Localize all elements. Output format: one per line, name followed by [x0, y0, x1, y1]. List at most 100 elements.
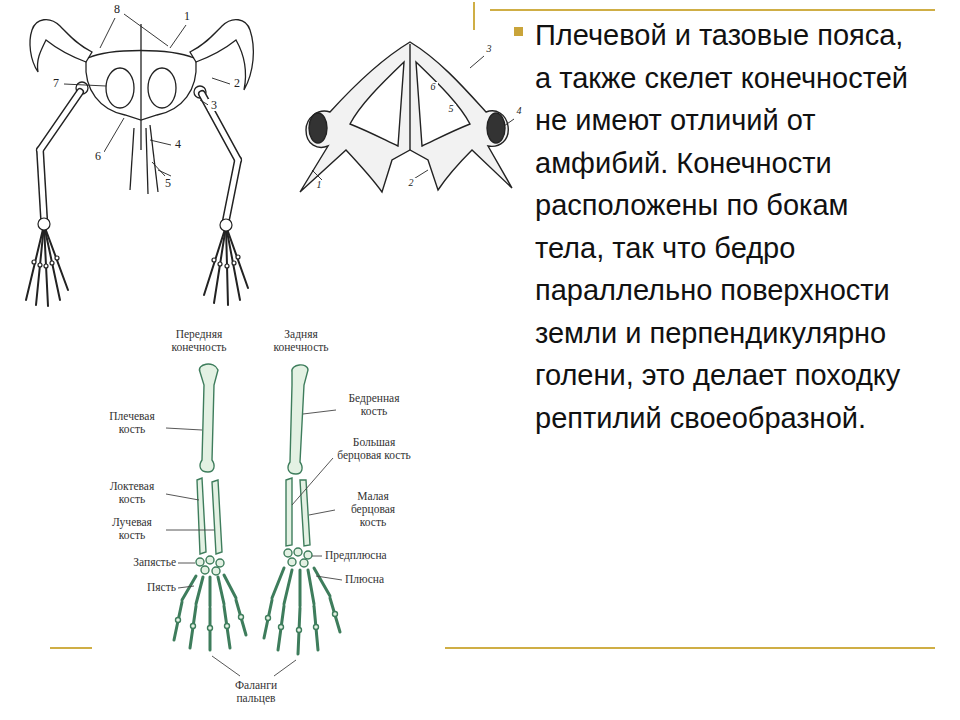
- forelimb-skeleton: [209, 608, 212, 650]
- frog-girdle: [30, 20, 253, 194]
- forelimb-skeleton: [224, 606, 230, 648]
- callout-number: 6: [428, 82, 438, 92]
- leader-line: [170, 25, 186, 48]
- frog-forelimb: [55, 256, 59, 260]
- callout-number: 6: [92, 150, 104, 162]
- frog-forelimb: [204, 226, 226, 295]
- frog-forelimb: [226, 160, 238, 220]
- frog-forelimb: [202, 94, 238, 160]
- hindlimb-skeleton: [272, 568, 284, 598]
- pelvic-girdle: [309, 113, 327, 143]
- callout-number: 4: [514, 106, 524, 116]
- frog-forelimb: [50, 261, 54, 265]
- forelimb-skeleton: [236, 600, 246, 635]
- frog-forelimb: [214, 226, 226, 303]
- leader-line: [166, 494, 199, 500]
- frog-forelimb: [202, 94, 238, 160]
- forelimb-skeleton: [174, 575, 246, 650]
- pelvic-girdle: [416, 62, 470, 146]
- leader-line: [166, 428, 202, 430]
- callout-number: 8: [111, 3, 123, 15]
- frog-forelimb: [26, 225, 44, 300]
- callout-number: 2: [231, 77, 243, 89]
- frog-girdle: [106, 68, 134, 108]
- forelimb-skeleton: [224, 575, 236, 598]
- pelvic-girdle: [300, 42, 512, 192]
- frog-girdle: [150, 125, 158, 192]
- forelimb-skeleton: [176, 618, 181, 623]
- part-label: Плюсна: [345, 573, 409, 586]
- forelimb-skeleton: [197, 478, 206, 554]
- part-label: Пясть: [100, 581, 176, 594]
- leader-line: [470, 56, 484, 68]
- frog-girdle: [148, 68, 176, 108]
- frog-girdle: [190, 20, 253, 90]
- leader-line: [166, 530, 214, 531]
- leader-line: [64, 14, 230, 176]
- hindlimb-skeleton: [314, 568, 330, 596]
- callout-number: 3: [208, 99, 220, 111]
- callout-number: 7: [50, 77, 62, 89]
- leader-line: [316, 576, 342, 580]
- forelimb-skeleton: [199, 364, 218, 472]
- hindlimb-skeleton: [264, 600, 272, 638]
- part-label: Плечевая кость: [100, 410, 164, 436]
- forelimb-skeleton: [218, 577, 224, 604]
- gold-rule: [50, 647, 92, 649]
- pelvic-girdle: [350, 62, 404, 146]
- callout-number: 4: [172, 138, 184, 150]
- frog-girdle: [30, 20, 92, 72]
- pelvic-girdle: [300, 42, 512, 192]
- frog-forelimb: [38, 263, 42, 267]
- frog-forelimb: [226, 226, 248, 288]
- forelimb-skeleton: [225, 624, 230, 629]
- frog-forelimb: [44, 264, 48, 268]
- hindlimb-skeleton: [330, 598, 340, 632]
- frog-forelimb: [40, 92, 80, 150]
- hindlimb-skeleton: [278, 606, 284, 650]
- frog-forelimb: [232, 261, 236, 265]
- leader-line: [212, 656, 240, 676]
- pelvic-girdle: [409, 44, 410, 150]
- hindlimb-skeleton: [294, 548, 302, 556]
- frog-forelimb: [26, 225, 248, 306]
- forelimb-skeleton: [196, 577, 203, 604]
- hindlimb-skeleton: [333, 612, 338, 617]
- leader-line: [158, 170, 171, 176]
- forelimb-skeleton: [209, 577, 212, 606]
- leader-line: [312, 556, 322, 557]
- frog-forelimb: [32, 260, 36, 264]
- limb-title: Передняя конечность: [160, 328, 238, 354]
- callout-number: 5: [162, 177, 174, 189]
- gold-rule: [490, 9, 935, 11]
- leader-line: [104, 118, 124, 152]
- leader-line: [64, 84, 106, 86]
- hindlimb-skeleton: [300, 559, 308, 567]
- frog-forelimb: [226, 160, 238, 220]
- leader-line: [124, 14, 168, 46]
- leader-line: [312, 170, 322, 180]
- forelimb-skeleton: [212, 567, 220, 575]
- leader-line: [166, 410, 342, 676]
- hindlimb-skeleton: [288, 365, 308, 474]
- leader-line: [100, 18, 115, 48]
- frog-girdle: [130, 128, 134, 190]
- limb-title: Задняя конечность: [262, 328, 340, 354]
- leader-line: [309, 510, 335, 515]
- body-text: Плечевой и тазовые пояса, а также скелет…: [535, 14, 915, 439]
- forelimb-skeleton: [196, 558, 204, 566]
- forelimb-skeleton: [201, 566, 209, 574]
- leader-line: [178, 586, 194, 588]
- frog-forelimb: [40, 150, 44, 218]
- frog-forelimb: [38, 218, 50, 230]
- callout-number: 2: [406, 178, 416, 188]
- part-label: Бедренная кость: [338, 392, 410, 418]
- forelimb-skeleton: [174, 364, 246, 650]
- forelimb-skeleton: [182, 576, 196, 600]
- part-label: Малая берцовая кость: [337, 490, 409, 530]
- frog-forelimb: [40, 92, 238, 220]
- hindlimb-skeleton: [284, 549, 292, 557]
- hindlimb-skeleton: [286, 478, 292, 546]
- leader-line: [178, 563, 195, 564]
- leader-line: [274, 660, 296, 676]
